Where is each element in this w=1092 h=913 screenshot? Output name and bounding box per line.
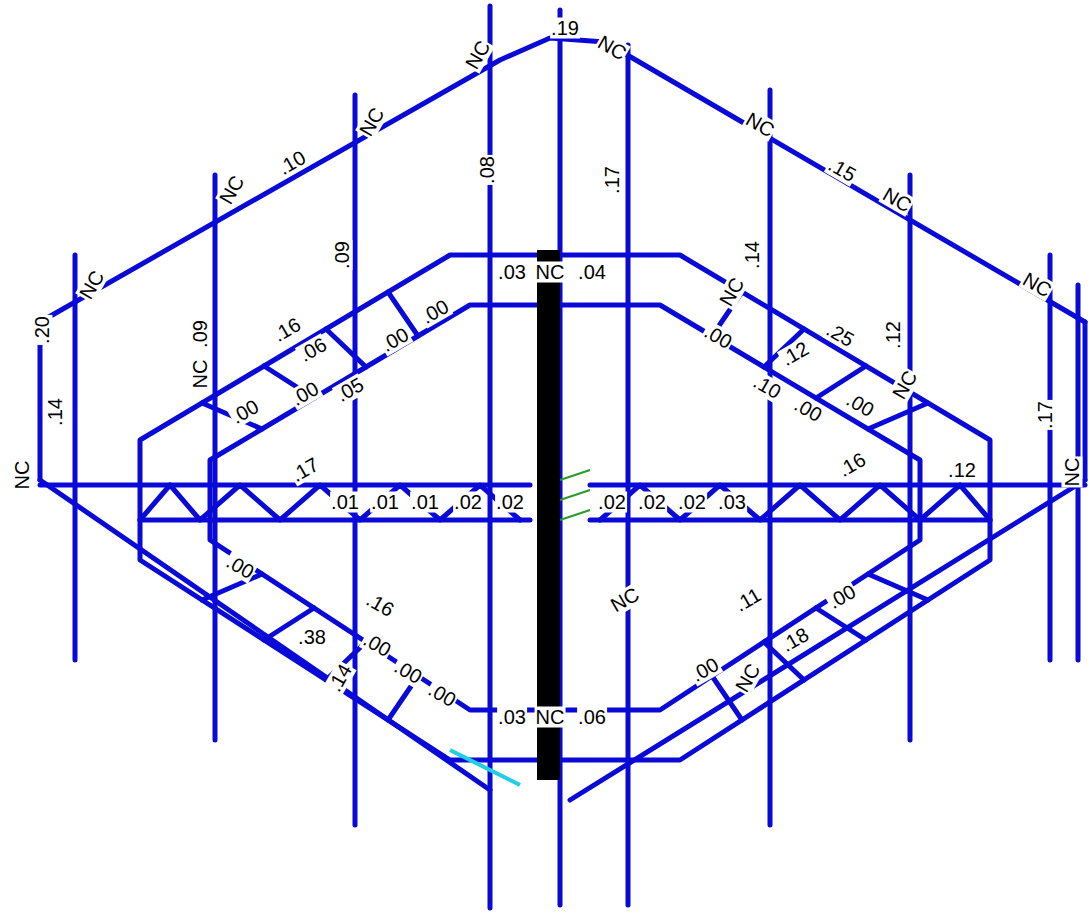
truss-chord [40,483,530,488]
stress-ratio: .11 [730,584,765,616]
stress-ratio: NC [535,262,566,283]
stress-ratio: .00 [222,550,258,583]
stress-ratio: .25 [822,318,858,351]
stress-ratio: NC [75,266,109,303]
stress-ratio: .10 [274,146,310,179]
column [1048,255,1053,660]
truss-rung [868,574,928,600]
truss-web [140,485,520,520]
stress-ratio: NC [715,273,749,310]
stress-ratio: .01 [330,492,360,513]
stress-ratio: .12 [947,460,977,481]
stress-ratio: NC [741,108,778,142]
support-hatch [560,470,590,480]
stress-ratio: .09 [190,319,211,349]
stress-ratio: .16 [834,448,870,481]
stress-ratio: NC [593,31,630,65]
stress-ratio: .06 [577,707,607,728]
stress-ratio: NC [535,707,566,728]
stress-ratio: .10 [749,370,785,403]
support-hatch [560,510,590,520]
stress-ratio: .00 [359,628,395,661]
truss-rung [816,608,866,640]
stress-ratio: NC [355,103,389,140]
stress-ratio: .14 [323,660,356,696]
stress-ratio: .00 [227,395,263,428]
stress-ratio: .02 [677,492,707,513]
stress-ratio: .08 [477,155,498,185]
stress-ratio: .00 [700,320,736,353]
stress-ratio: .00 [824,580,860,613]
truss-rung [202,574,262,600]
stress-ratio: .02 [637,492,667,513]
edge-column [1083,322,1088,480]
truss-web [600,485,990,520]
stress-ratio: .02 [597,492,627,513]
stress-ratio: NC [190,359,211,390]
stress-ratio: .16 [362,588,398,621]
core-column [537,250,560,780]
stress-ratio: .38 [297,627,327,648]
stress-ratio: .05 [332,373,368,406]
stress-ratio: .16 [269,313,305,346]
stress-ratio: .00 [842,388,878,421]
truss-chord [590,483,1085,488]
stress-ratio: .14 [742,240,763,270]
stress-ratio: .17 [287,453,323,486]
column [353,95,358,825]
stress-ratio: NC [606,583,643,617]
stress-ratio: .14 [45,397,66,427]
stress-ratio: .00 [424,678,460,711]
stress-ratio: .03 [497,707,527,728]
truss-chord [590,518,990,523]
stress-ratio: .17 [602,165,623,195]
stress-ratio: NC [12,460,33,491]
highlight-member [450,750,520,785]
stress-ratio: NC [1018,268,1055,302]
ring-truss [140,255,990,760]
stress-ratio: .02 [495,492,525,513]
stress-ratio: .00 [377,323,413,356]
stress-ratio: .02 [453,492,483,513]
stress-ratio: .17 [1035,400,1056,430]
stress-ratio: .01 [370,492,400,513]
stress-ratio: .12 [777,337,813,370]
stress-ratio: NC [461,36,495,73]
stress-ratio: .00 [417,295,453,328]
stress-ratio: .20 [32,315,53,345]
stress-ratio: .03 [717,492,747,513]
column [908,175,913,740]
stress-ratio: .19 [550,18,580,39]
stress-ratio: .00 [390,655,426,688]
stress-ratio: .18 [777,623,813,656]
stress-ratio: .03 [497,262,527,283]
outer-beam [570,480,1085,800]
stress-ratio: .00 [287,377,323,410]
stress-ratio: NC [731,659,765,696]
stress-ratio: .12 [883,320,904,350]
stress-ratio: NC [878,183,915,217]
edge-column [38,322,43,480]
column [768,90,773,825]
column [73,255,78,660]
truss-rung [868,403,928,429]
stress-ratio: .00 [687,653,723,686]
stress-ratio: .01 [410,492,440,513]
stress-ratio: .00 [790,393,826,426]
stress-ratio: .09 [332,240,353,270]
truss-rung [326,329,366,367]
column [213,175,218,740]
stress-ratio: NC [888,366,922,403]
stress-ratio: NC [1062,457,1083,488]
ring-truss [210,305,920,710]
stress-ratio: NC [215,171,249,208]
stress-ratio: .15 [824,153,860,186]
stress-ratio: .04 [577,262,607,283]
column [626,45,631,905]
stress-ratio: .06 [295,333,331,366]
support-hatch [560,490,590,500]
